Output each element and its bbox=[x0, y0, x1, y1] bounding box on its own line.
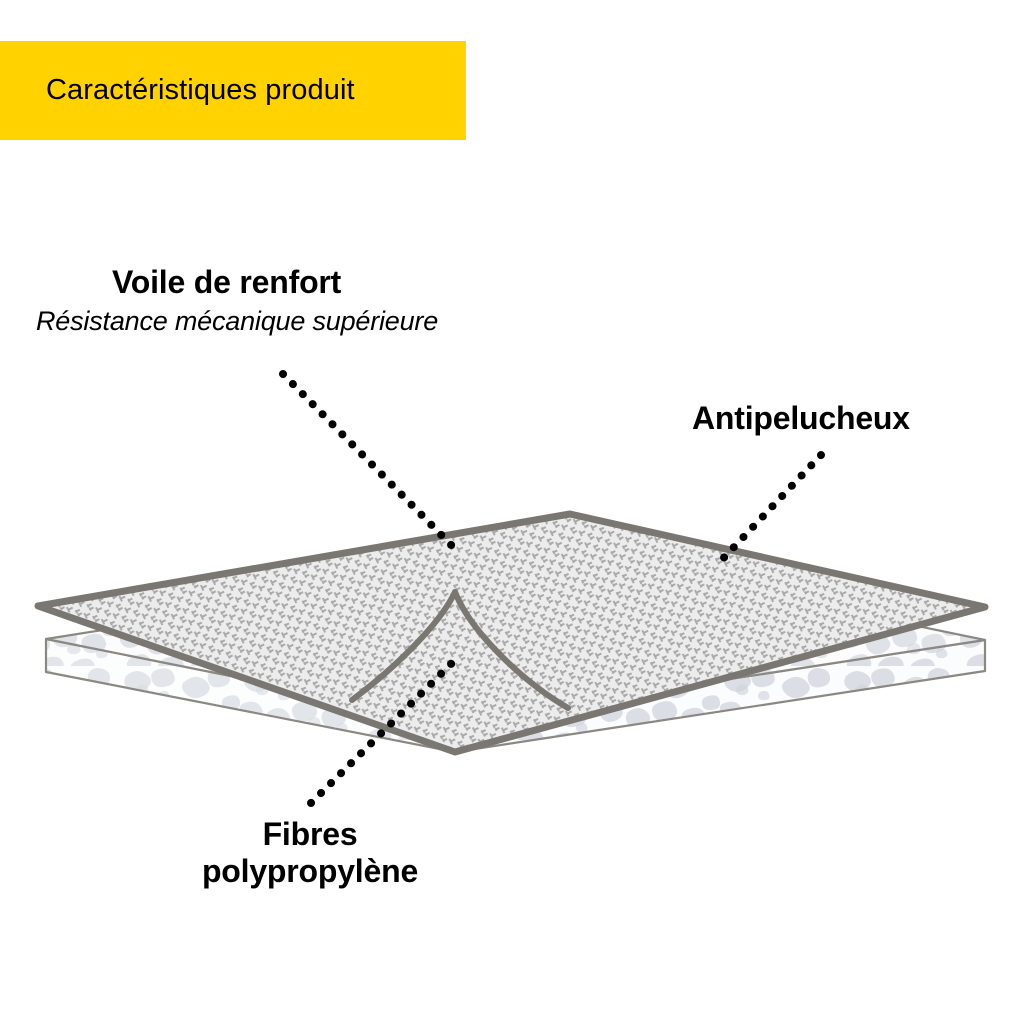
callout-antipelucheux: Antipelucheux bbox=[692, 400, 910, 437]
banner-title: Caractéristiques produit bbox=[46, 74, 355, 106]
callout-voile-de-renfort: Voile de renfort Résistance mécanique su… bbox=[36, 264, 438, 338]
callout-fibres-title-line1: Fibres bbox=[262, 816, 358, 852]
leader-voile bbox=[279, 370, 463, 557]
leader-antipelucheux bbox=[712, 451, 825, 570]
header-banner: Caractéristiques produit bbox=[0, 41, 466, 140]
callout-voile-subtitle: Résistance mécanique supérieure bbox=[36, 306, 439, 337]
mesh-top-layer bbox=[34, 510, 989, 756]
callout-antipelucheux-title: Antipelucheux bbox=[692, 400, 910, 436]
leader-fibres bbox=[307, 652, 463, 807]
callout-voile-title: Voile de renfort bbox=[112, 264, 342, 300]
fiber-core-layer bbox=[44, 553, 987, 754]
callout-fibres-title-line2: polypropylène bbox=[201, 853, 419, 890]
callout-fibres-polypropylene: Fibres polypropylène bbox=[150, 816, 470, 890]
